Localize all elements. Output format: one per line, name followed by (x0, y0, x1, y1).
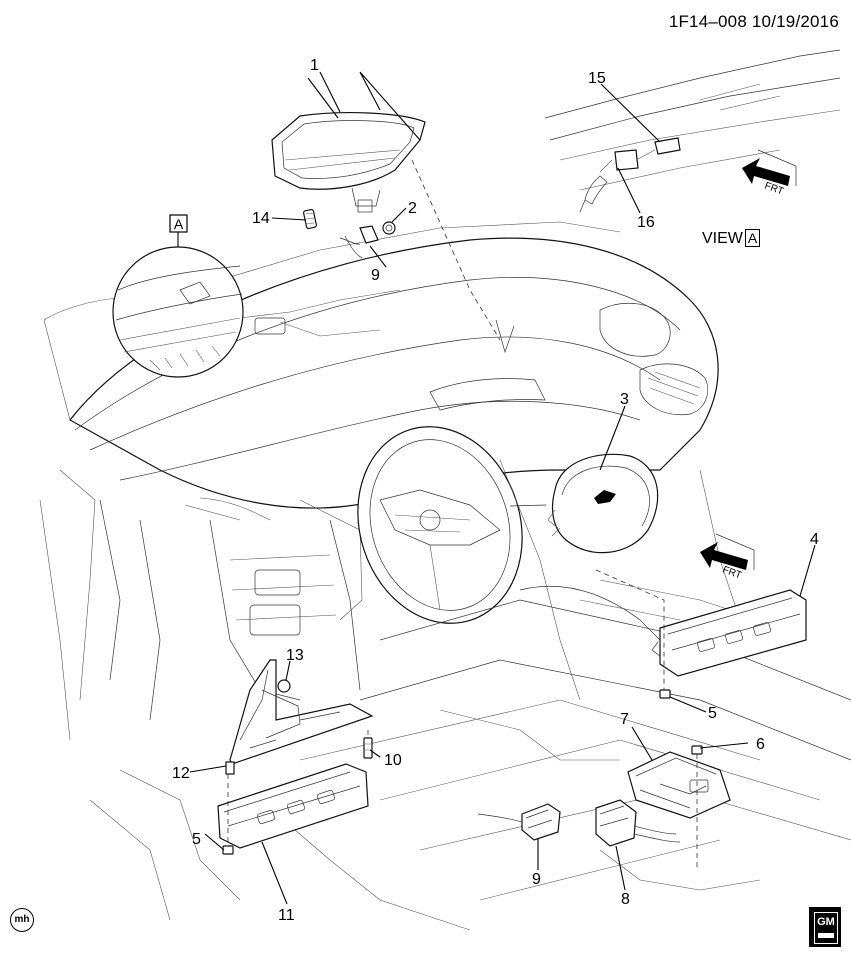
leader-lines (189, 71, 816, 905)
callout-8: 8 (621, 891, 630, 908)
callout-1: 1 (310, 57, 319, 74)
callout-16: 16 (637, 214, 655, 231)
callout-2: 2 (408, 200, 417, 217)
front-arrow-icon: FRT (742, 149, 797, 197)
knee-bracket-12 (225, 659, 374, 775)
mh-logo-icon: mh (10, 908, 34, 932)
nut-5-left (222, 845, 234, 855)
callout-9-upper: 9 (371, 267, 380, 284)
callout-6: 6 (756, 736, 765, 753)
callout-7: 7 (620, 711, 629, 728)
detail-view-circle (112, 246, 244, 378)
callout-4: 4 (810, 531, 819, 548)
callout-13: 13 (286, 647, 304, 664)
callout-10: 10 (384, 752, 402, 769)
nut-5-right (659, 689, 671, 699)
callout-9-lower: 9 (532, 871, 541, 888)
sensing-diagnostic-module (627, 751, 731, 819)
driver-airbag-module (509, 453, 659, 554)
knee-airbag-right (651, 589, 807, 677)
view-label-ref: A (744, 229, 761, 247)
view-a-detail (544, 49, 841, 213)
callout-15: 15 (588, 70, 606, 87)
airbag-harness-upper (339, 225, 379, 259)
callout-5-right: 5 (708, 705, 717, 722)
callout-3: 3 (620, 391, 629, 408)
view-label-text: VIEW (702, 230, 743, 247)
callout-11: 11 (278, 907, 295, 924)
gm-logo-icon: GM (809, 907, 841, 947)
knee-airbag-left (217, 763, 369, 849)
detail-ref-label: A (174, 216, 184, 232)
sdm-harness-connector (595, 799, 681, 847)
airbag-harness-lower (477, 803, 561, 841)
detail-ref-box (169, 214, 188, 233)
gm-logo-text: GM (817, 916, 835, 928)
passenger-airbag-module (271, 112, 426, 213)
bolt-13 (277, 679, 291, 693)
callout-5-left: 5 (192, 831, 201, 848)
callouts: 1 2 3 4 5 5 6 7 8 9 9 10 11 12 13 14 15 … (172, 57, 819, 924)
nut-6 (691, 745, 703, 755)
front-arrow-icon: FRT (700, 533, 755, 581)
nut-2 (382, 221, 396, 235)
diagram-code: 1F14–008 10/19/2016 (668, 12, 839, 31)
callout-12: 12 (172, 765, 190, 782)
bolt-14 (303, 208, 317, 230)
callout-14: 14 (252, 210, 270, 227)
bolt-10 (363, 737, 373, 759)
